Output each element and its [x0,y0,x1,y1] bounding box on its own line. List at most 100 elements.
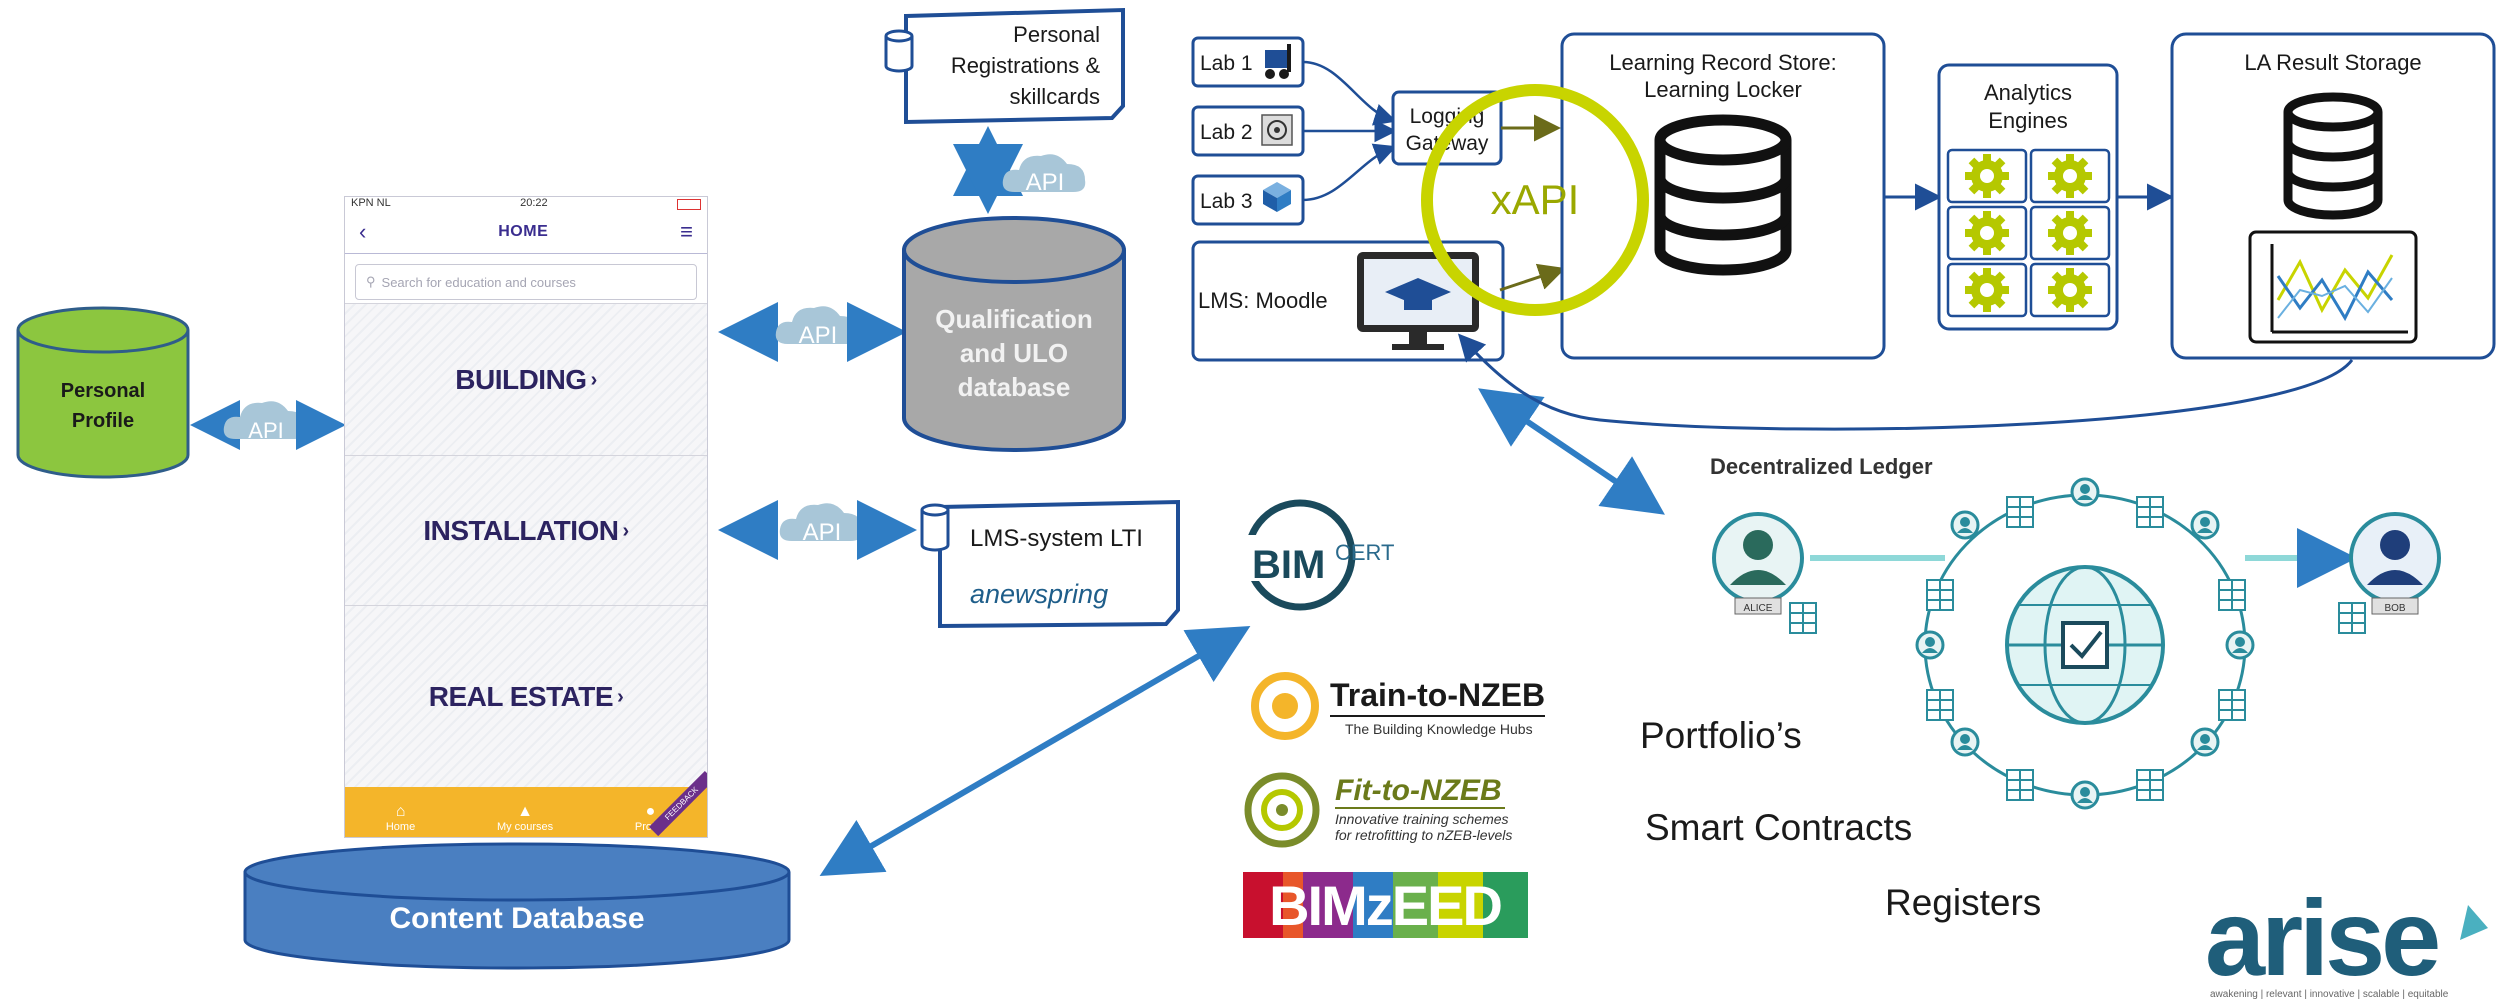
tab-home[interactable]: ⌂Home [386,803,415,833]
checkmark-icon [2069,630,2103,660]
content-to-credentials-arrow [819,625,1251,877]
portfolio-label: Portfolio’s [1640,715,1802,756]
api-label: API [803,519,842,546]
bimcert-logo: BIM CERT [1242,499,1395,611]
lrs-line2: Learning Locker [1644,77,1802,102]
bob-avatar: BOB [2338,512,2441,634]
lab-2-box: Lab 2 [1191,105,1305,157]
api-connector-lms: API [718,500,917,560]
moodle-to-ledger-arrow [1478,388,1665,515]
search-input[interactable]: ⚲ Search for education and courses [355,264,697,300]
chevron-left-icon[interactable]: ‹ [359,219,367,244]
bimzeed-text: BIMzEED [1269,874,1501,937]
lab-1-label: Lab 1 [1200,52,1253,75]
search-icon: ⚲ [366,274,376,289]
tile-real-estate[interactable]: REAL ESTATE › [345,605,707,788]
qualification-ulo-database: Qualification and ULO database [902,216,1126,452]
qualification-line1: Qualification [935,304,1092,334]
tile-installation[interactable]: INSTALLATION › [345,455,707,606]
fit-title: Fit-to-NZEB [1335,774,1502,807]
gear-icon [2048,154,2092,198]
tab-label: Home [385,821,416,833]
tile-label: REAL ESTATE [428,681,614,712]
api-connector-qualification: API [718,302,907,362]
tile-building[interactable]: BUILDING › [345,303,707,456]
analytics-line2: Engines [1988,108,2068,133]
battery-icon [677,199,701,210]
moodle-to-lrs-arrow [1499,263,1566,292]
tile-label: INSTALLATION [423,515,619,546]
lrs-line1: Learning Record Store: [1609,50,1836,75]
content-database-label: Content Database [389,902,644,935]
anewspring-logo: anewspring [970,579,1108,609]
la-result-storage-box: LA Result Storage [2170,32,2496,360]
gear-icon [1965,154,2009,198]
api-label: API [1026,169,1065,196]
content-database: Content Database [243,842,791,970]
train-title: Train-to-NZEB [1330,677,1545,713]
chevron-right-icon: › [617,685,624,708]
lms-lti-title: LMS-system LTI [970,525,1143,552]
gear-icon [2048,268,2092,312]
chevron-right-icon: › [590,368,598,391]
page-title: HOME [498,223,549,240]
carrier-label: KPN NL [351,197,391,209]
smart-contracts-label: Smart Contracts [1645,807,1912,848]
clock-label: 20:22 [520,197,548,209]
alice-label: ALICE [1744,603,1773,614]
lab3-to-gateway-arrow [1302,143,1397,202]
tab-my-courses[interactable]: ▲My courses [497,803,553,833]
line-chart-icon [2248,230,2418,344]
api-label: API [799,322,838,349]
api-connector-registrations: API [953,126,1086,214]
qualification-line2: and ULO [960,338,1068,368]
lms-system-lti-document: LMS-system LTI anewspring [920,499,1180,629]
tile-label: BUILDING [455,364,587,395]
fit-sub1: Innovative training schemes [1335,811,1509,827]
feedback-loop-arrow [1457,333,2354,431]
analytics-line1: Analytics [1984,80,2072,105]
train-sub: The Building Knowledge Hubs [1345,721,1533,737]
ledger-title: Decentralized Ledger [1710,454,1933,479]
status-bar: KPN NL 20:22 [345,197,707,211]
lab-2-label: Lab 2 [1200,121,1253,144]
personal-profile-label-line1: Personal [61,380,145,402]
fit-to-nzeb-logo: Fit-to-NZEB Innovative training schemes … [1244,772,1512,848]
database-icon [1654,114,1792,276]
lms-moodle-label: LMS: Moodle [1198,288,1328,313]
bimcert-main: BIM [1252,543,1325,587]
arrow-accent-icon [2460,905,2488,940]
search-placeholder: Search for education and courses [381,274,576,290]
registrations-line1: Personal [1013,22,1100,47]
personal-registrations-document: Personal Registrations & skillcards [884,7,1125,125]
gear-grid [1946,148,2111,318]
gear-icon [1965,211,2009,255]
lab-3-label: Lab 3 [1200,190,1253,213]
registrations-line3: skillcards [1010,84,1100,109]
app-header: ‹ HOME ≡ [345,211,707,254]
user-icon: ● [645,803,656,820]
bob-label: BOB [2384,603,2405,614]
arise-logo: arise awakening | relevant | innovative … [2205,877,2488,1000]
analytics-engines-box: Analytics Engines [1937,63,2119,331]
tab-label: My courses [496,821,554,833]
api-label: API [248,418,283,443]
la-result-label: LA Result Storage [2244,50,2421,75]
arise-tagline: awakening | relevant | innovative | scal… [2210,989,2449,1000]
learning-record-store-box: Learning Record Store: Learning Locker [1560,32,1886,360]
graduation-cap-icon: ▲ [517,803,533,820]
xapi-ring: xAPI [1421,84,1649,316]
fit-sub2: for retrofitting to nZEB-levels [1335,827,1512,843]
hamburger-icon[interactable]: ≡ [680,219,693,244]
train-to-nzeb-logo: Train-to-NZEB The Building Knowledge Hub… [1251,672,1545,740]
registrations-line2: Registrations & [951,53,1101,78]
chevron-right-icon: › [622,519,629,542]
lms-moodle-box: LMS: Moodle [1191,240,1505,362]
bimcert-sup: CERT [1335,540,1395,565]
xapi-label: xAPI [1491,176,1580,223]
database-icon [2283,92,2383,220]
alice-avatar: ALICE [1712,512,1817,634]
lab-1-box: Lab 1 [1191,36,1305,88]
forklift-icon [1265,44,1291,79]
